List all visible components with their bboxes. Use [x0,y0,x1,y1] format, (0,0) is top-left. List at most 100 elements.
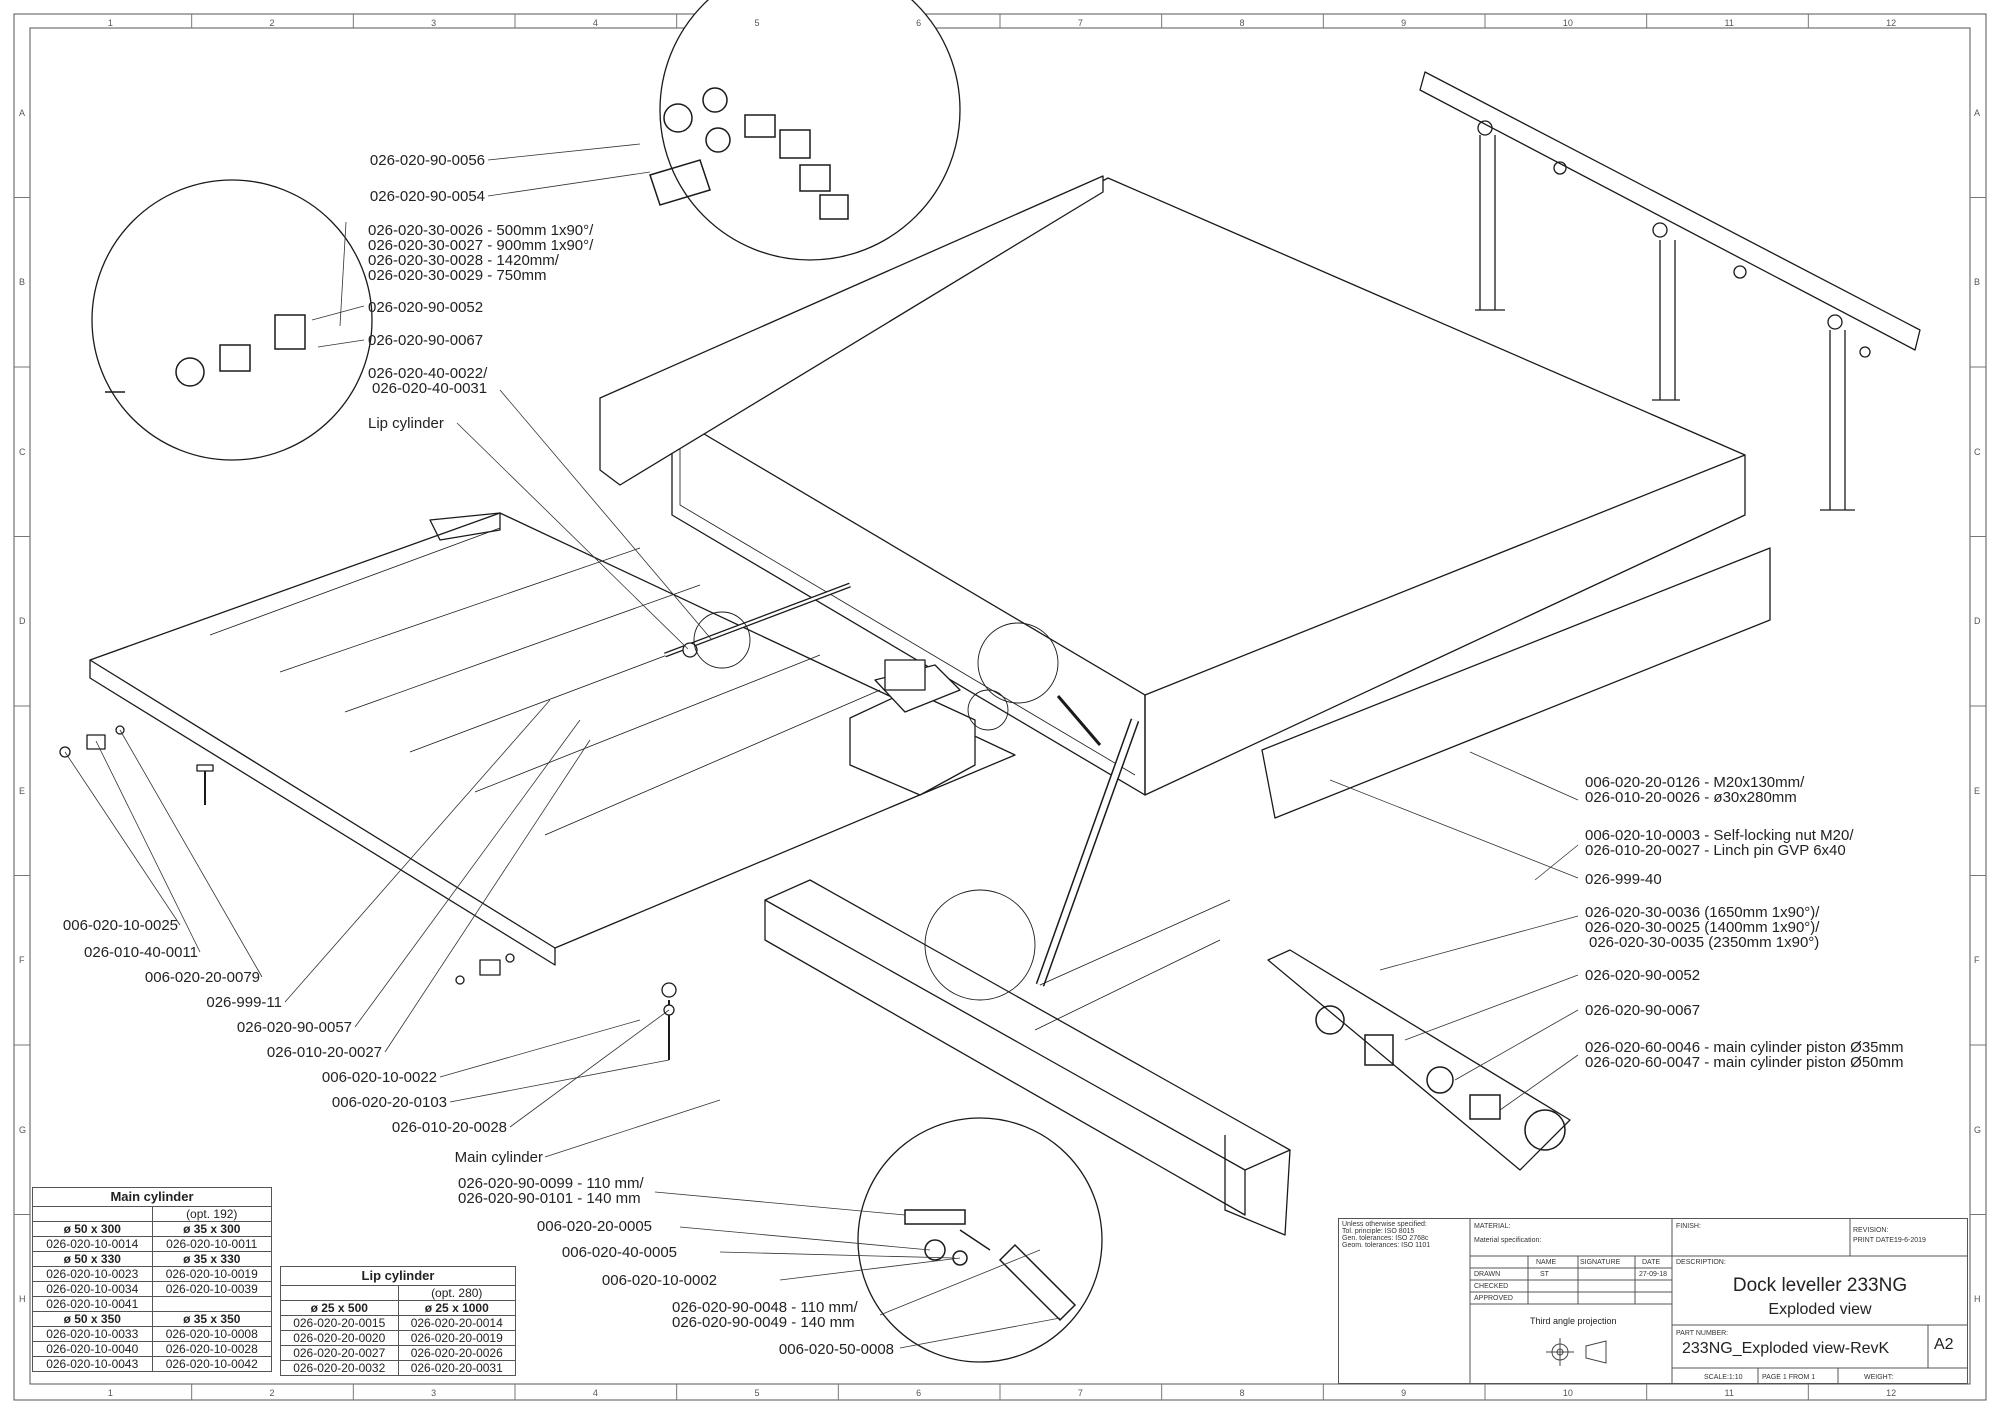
callout-line: 006-020-20-0126 - M20x130mm/ [1585,774,1805,791]
finish-label: FINISH: [1676,1223,1701,1230]
zone-row-label: H [1974,1294,1981,1305]
callout-label: 006-020-40-0005 [561,1244,677,1261]
callout-label: 006-020-10-0002 [601,1272,717,1289]
main-cylinder-table: Main cylinder (opt. 192) ø 50 x 300 ø 35 … [32,1187,272,1372]
table-cell: 026-020-10-0034 [32,1281,153,1297]
table-cell: 026-020-10-0023 [32,1266,153,1282]
sheet-size: A2 [1934,1336,1954,1353]
table-cell: 026-020-10-0041 [32,1296,153,1312]
table-cell: 026-020-10-0008 [151,1326,272,1342]
size-header: ø 50 x 350 [32,1311,153,1327]
callout-label-group: 006-020-10-0003 - Self-locking nut M20/ … [1585,828,1854,858]
zone-column-label: 2 [269,18,275,28]
projection-label: Third angle projection [1530,1316,1617,1326]
projection-symbol [1546,1338,1607,1366]
description-subtitle: Exploded view [1768,1301,1872,1318]
zone-row-label: E [1974,785,1981,796]
tolerance-notes: Unless otherwise specified: Tol. princip… [1342,1221,1430,1249]
callout-line: 026-020-30-0029 - 750mm [368,267,547,284]
zone-column-label: 9 [1401,1388,1407,1398]
part-number: 233NG_Exploded view-RevK [1682,1340,1890,1357]
zone-column-label: 9 [1401,18,1407,28]
zone-row-label: A [19,107,26,118]
scale: SCALE:1:10 [1704,1374,1743,1381]
table-cell: (opt. 192) [151,1206,272,1222]
callout-label: 026-020-90-0067 [1585,1002,1701,1019]
tolerance-line: Unless otherwise specified: [1342,1221,1427,1228]
zone-column-label: 11 [1724,1388,1734,1398]
description-title: Dock leveller 233NG [1732,1275,1908,1296]
callout-label-group: 006-020-20-0126 - M20x130mm/ 026-010-20-… [1585,775,1804,805]
zone-row-label: F [1974,955,1980,966]
leader-lines [64,143,1579,1349]
table-cell: 026-020-10-0011 [151,1236,272,1252]
callout-label: 026-010-40-0011 [84,944,198,961]
revision-label: REVISION: [1853,1227,1889,1234]
zone-column-label: 7 [1077,1388,1083,1398]
callout-line: 026-010-20-0027 - Linch pin GVP 6x40 [1585,842,1846,859]
callout-label-group: 026-020-90-0048 - 110 mm/ 026-020-90-004… [672,1300,858,1330]
table-cell: 026-020-10-0043 [32,1356,153,1372]
callout-line: 026-020-40-0022/ [368,365,488,382]
callout-line: 026-020-30-0027 - 900mm 1x90°/ [368,237,594,254]
callout-label: 026-020-90-0056 [369,152,485,169]
callout-label: 026-999-11 [206,994,282,1011]
callout-label: 026-010-20-0027 [266,1044,382,1061]
table-cell: 026-020-20-0019 [397,1330,516,1346]
drawn-label: DRAWN [1474,1271,1501,1278]
callout-label: Main cylinder [454,1149,543,1166]
size-header: ø 35 x 330 [151,1251,272,1267]
zone-column-label: 11 [1724,18,1734,28]
callout-label-group: 026-020-40-0022/ 026-020-40-0031 [368,366,487,396]
zone-column-label: 1 [107,1388,113,1398]
callout-label-group: 026-020-60-0046 - main cylinder piston Ø… [1585,1040,1904,1070]
callout-line: 026-010-20-0026 - ø30x280mm [1585,789,1797,806]
size-header: ø 25 x 1000 [397,1300,516,1316]
callout-line: 026-020-40-0031 [372,380,488,397]
size-header: ø 50 x 300 [32,1221,153,1237]
zone-column-label: 4 [592,1388,598,1398]
print-date-label: PRINT DATE: [1853,1237,1896,1244]
zone-column-label: 6 [916,18,922,28]
callout-line: 026-020-90-0099 - 110 mm/ [458,1175,644,1192]
size-header: ø 35 x 350 [151,1311,272,1327]
zone-column-label: 5 [754,1388,760,1398]
zone-row-label: D [19,616,26,627]
callout-label: 006-020-10-0022 [321,1069,437,1086]
callout-label: Lip cylinder [368,415,444,432]
zone-column-label: 12 [1886,1388,1897,1398]
zone-column-label: 10 [1562,1388,1573,1398]
zone-column-label: 8 [1239,18,1245,28]
weight-label: WEIGHT: [1864,1374,1894,1381]
callout-line: 026-020-30-0036 (1650mm 1x90°)/ [1585,904,1820,921]
detail-bubble-fittings [105,87,1566,1322]
callout-label-group: 026-020-90-0099 - 110 mm/ 026-020-90-010… [458,1176,644,1206]
part-number-label: PART NUMBER: [1676,1330,1729,1337]
table-cell: 026-020-20-0032 [280,1360,399,1376]
table-title: Main cylinder [32,1187,272,1207]
zone-row-label: E [19,785,26,796]
callout-line: 026-020-60-0046 - main cylinder piston Ø… [1585,1039,1904,1056]
zone-row-label: C [19,446,26,457]
zone-row-label: A [1974,107,1981,118]
tolerance-line: Gen. tolerances: ISO 2768c [1342,1235,1429,1242]
table-cell: 026-020-10-0014 [32,1236,153,1252]
zone-row-label: D [1974,616,1981,627]
table-cell: 026-020-20-0020 [280,1330,399,1346]
callout-label: 026-010-20-0028 [391,1119,507,1136]
zone-row-label: B [19,277,26,288]
table-cell: 026-020-20-0015 [280,1315,399,1331]
size-header: ø 50 x 330 [32,1251,153,1267]
zone-row-label: B [1974,277,1981,288]
tolerance-line: Geom. tolerances: ISO 1101 [1342,1242,1431,1249]
page-count: PAGE 1 FROM 1 [1762,1374,1816,1381]
callout-label: 026-020-90-0057 [236,1019,352,1036]
description-label: DESCRIPTION: [1676,1259,1726,1266]
callout-line: 026-020-30-0026 - 500mm 1x90°/ [368,222,594,239]
zone-column-label: 4 [592,18,598,28]
zone-column-label: 3 [431,1388,437,1398]
callout-label: 026-020-90-0052 [1585,967,1701,984]
col-signature: SIGNATURE [1580,1259,1621,1266]
callout-label: 006-020-10-0025 [62,917,178,934]
